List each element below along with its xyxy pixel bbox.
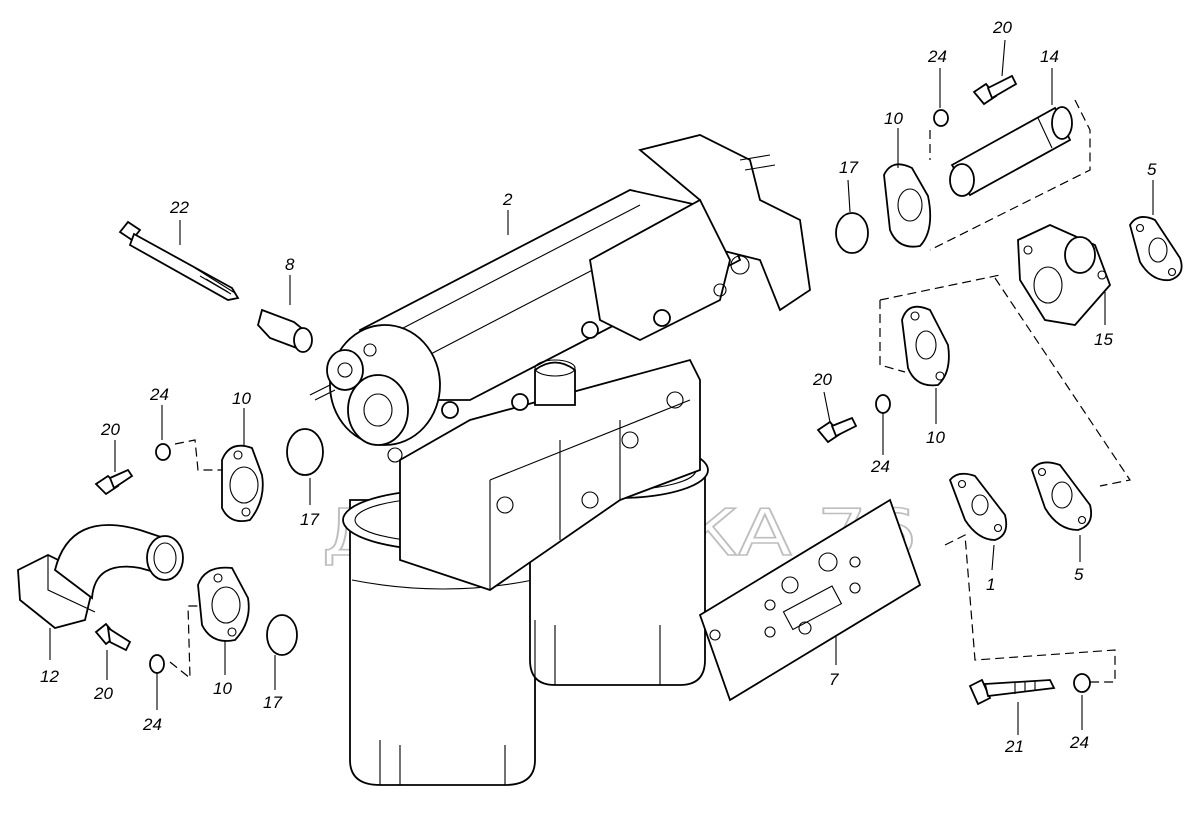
part-20-bolt-left-lower — [94, 622, 132, 652]
callout-15: 15 — [1094, 330, 1113, 349]
callout-24-left-upper: 24 — [149, 385, 169, 404]
callout-5-upper: 5 — [1147, 160, 1157, 179]
callout-10-right-upper: 10 — [884, 109, 903, 128]
part-24-washer-bottom-right — [1073, 673, 1091, 693]
part-24-washer-right-middle — [875, 394, 891, 414]
part-22-long-bolt — [118, 220, 240, 301]
filter-assembly — [309, 134, 811, 786]
callout-14: 14 — [1040, 47, 1059, 66]
part-10-flange-left-lower — [197, 566, 250, 642]
part-10-flange-right-middle — [901, 305, 950, 387]
callout-10-right-middle: 10 — [926, 428, 945, 447]
part-15-elbow-flange — [1017, 224, 1112, 326]
part-17-oring-right — [835, 212, 869, 254]
callout-21: 21 — [1004, 737, 1024, 756]
callout-1: 1 — [986, 575, 995, 594]
callout-22: 22 — [169, 198, 189, 217]
part-20-bolt-right-middle — [816, 416, 858, 444]
callout-8: 8 — [285, 255, 295, 274]
alignment-line-right-diagonal — [994, 277, 1131, 487]
callout-20-left-lower: 20 — [93, 684, 113, 703]
alignment-line-top-right — [929, 99, 1091, 251]
callout-12: 12 — [40, 667, 59, 686]
callout-17-left-lower: 17 — [263, 693, 282, 712]
part-1-cover-plate — [948, 472, 1008, 541]
part-20-bolt-top — [972, 74, 1018, 106]
alignment-line-left-lower — [169, 605, 200, 680]
part-17-oring-left-upper — [286, 428, 324, 476]
callout-2: 2 — [502, 190, 513, 209]
part-20-bolt-left-upper — [94, 468, 134, 496]
part-17-oring-left-lower — [266, 614, 298, 656]
callout-10-left-lower: 10 — [213, 679, 232, 698]
callout-24-left-lower: 24 — [142, 715, 162, 734]
part-24-washer-top — [933, 109, 949, 127]
alignment-line-bottom-right — [944, 534, 1116, 683]
callout-5-lower: 5 — [1074, 565, 1084, 584]
callout-24-bottom-right: 24 — [1069, 733, 1089, 752]
part-5-gasket-upper — [1129, 216, 1183, 282]
alignment-line-right-middle — [879, 274, 1001, 373]
callout-10-left-upper: 10 — [232, 389, 251, 408]
callout-24-top: 24 — [927, 47, 947, 66]
part-10-flange-right-upper — [883, 163, 932, 248]
callout-24-right-middle: 24 — [870, 457, 890, 476]
part-10-flange-left-upper — [221, 444, 264, 523]
part-12-elbow-pipe — [17, 524, 184, 629]
part-5-gasket-lower — [1031, 461, 1093, 531]
part-24-washer-left-lower — [149, 654, 165, 674]
part-7-gasket-plate — [698, 498, 922, 702]
part-14-pipe — [949, 106, 1073, 197]
part-8-bushing — [257, 308, 313, 353]
part-21-bolt — [968, 678, 1056, 706]
callout-20-left-upper: 20 — [100, 420, 120, 439]
callout-7: 7 — [829, 670, 839, 689]
callout-20-top: 20 — [992, 18, 1012, 37]
callout-17-right: 17 — [839, 158, 858, 177]
callout-20-right-middle: 20 — [812, 370, 832, 389]
part-24-washer-left-upper — [155, 443, 171, 461]
callout-labels: 22 8 2 24 10 20 17 12 20 10 17 24 7 20 1… — [40, 18, 1157, 756]
leader-lines — [49, 39, 1154, 735]
alignment-line-left-upper — [174, 439, 222, 471]
callout-17-left-upper: 17 — [300, 510, 319, 529]
